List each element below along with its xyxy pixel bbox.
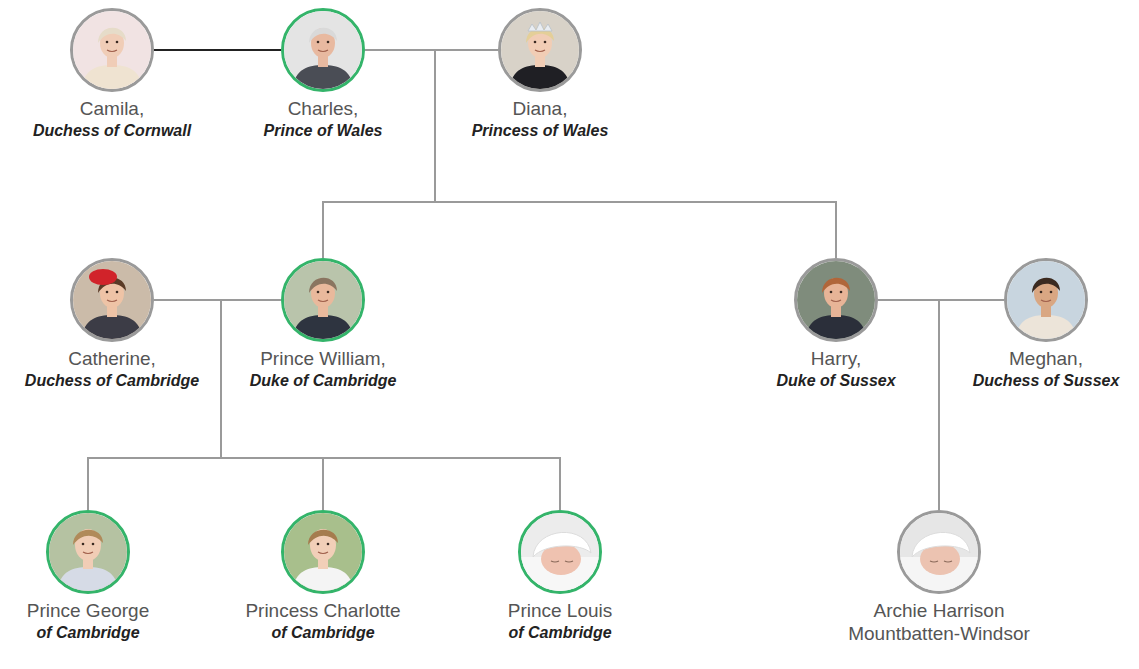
- person-name: Charles,: [213, 97, 433, 120]
- portrait-illustration: [73, 11, 151, 89]
- family-line: [221, 300, 560, 510]
- person-node: Archie Harrison Mountbatten-Windsor: [829, 510, 1049, 645]
- person-node: Charles,Prince of Wales: [213, 8, 433, 142]
- person-name: Camila,: [2, 97, 222, 120]
- portrait-circle: [498, 8, 582, 92]
- person-name: Diana,: [430, 97, 650, 120]
- portrait-illustration: [521, 513, 599, 591]
- portrait-circle: [518, 510, 602, 594]
- family-line: [365, 50, 836, 258]
- family-line: [154, 300, 560, 510]
- family-line: [435, 50, 836, 258]
- person-title: of Cambridge: [450, 622, 670, 644]
- family-line: [939, 300, 1004, 510]
- person-name: Archie Harrison Mountbatten-Windsor: [829, 599, 1049, 645]
- person-node: Diana,Princess of Wales: [430, 8, 650, 142]
- portrait-circle: [281, 258, 365, 342]
- person-name: Meghan,: [936, 347, 1139, 370]
- person-title: Prince of Wales: [213, 120, 433, 142]
- person-title: Princess of Wales: [430, 120, 650, 142]
- person-node: Camila,Duchess of Cornwall: [2, 8, 222, 142]
- portrait-illustration: [501, 11, 579, 89]
- person-node: Catherine,Duchess of Cambridge: [2, 258, 222, 392]
- portrait-circle: [281, 8, 365, 92]
- person-node: Harry,Duke of Sussex: [726, 258, 946, 392]
- person-title: Duke of Cambridge: [213, 370, 433, 392]
- family-line: [154, 49, 281, 51]
- person-name: Catherine,: [2, 347, 222, 370]
- portrait-illustration: [284, 11, 362, 89]
- person-name: Harry,: [726, 347, 946, 370]
- family-line: [878, 300, 939, 510]
- portrait-illustration: [900, 513, 978, 591]
- portrait-illustration: [797, 261, 875, 339]
- portrait-illustration: [73, 261, 151, 339]
- portrait-circle: [1004, 258, 1088, 342]
- portrait-circle: [281, 510, 365, 594]
- person-name: Princess Charlotte: [213, 599, 433, 622]
- person-name: Prince Louis: [450, 599, 670, 622]
- portrait-circle: [897, 510, 981, 594]
- person-title: Duchess of Sussex: [936, 370, 1139, 392]
- person-title: of Cambridge: [0, 622, 198, 644]
- portrait-circle: [794, 258, 878, 342]
- person-node: Meghan,Duchess of Sussex: [936, 258, 1139, 392]
- person-node: Prince William,Duke of Cambridge: [213, 258, 433, 392]
- portrait-illustration: [284, 513, 362, 591]
- person-title: Duchess of Cornwall: [2, 120, 222, 142]
- person-node: Princess Charlotteof Cambridge: [213, 510, 433, 644]
- person-name: Prince George: [0, 599, 198, 622]
- portrait-circle: [70, 258, 154, 342]
- person-node: Prince Louisof Cambridge: [450, 510, 670, 644]
- portrait-illustration: [284, 261, 362, 339]
- person-title: Duke of Sussex: [726, 370, 946, 392]
- person-title: of Cambridge: [213, 622, 433, 644]
- person-name: Prince William,: [213, 347, 433, 370]
- portrait-circle: [70, 8, 154, 92]
- portrait-illustration: [49, 513, 127, 591]
- portrait-illustration: [1007, 261, 1085, 339]
- portrait-circle: [46, 510, 130, 594]
- person-title: Duchess of Cambridge: [2, 370, 222, 392]
- person-node: Prince Georgeof Cambridge: [0, 510, 198, 644]
